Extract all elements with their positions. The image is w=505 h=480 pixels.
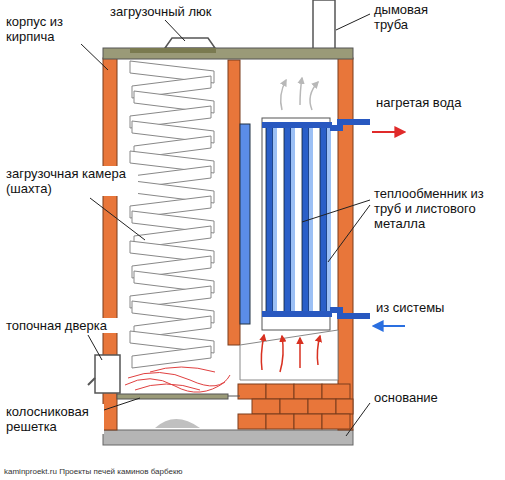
brick — [238, 414, 266, 429]
tube — [320, 125, 327, 315]
brick — [294, 384, 322, 399]
hatch-plate — [130, 48, 216, 53]
part-label: основание — [372, 390, 486, 405]
watermark: kaminproekt.ru Проекты печей каминов бар… — [2, 467, 306, 477]
loading-hatch — [165, 38, 215, 48]
part-label: загрузочный люк — [108, 4, 252, 19]
part-label: топочная дверка — [4, 318, 128, 333]
return-pipe — [330, 310, 370, 316]
cold-arrow — [374, 325, 405, 327]
brick — [266, 414, 294, 429]
ash — [155, 419, 200, 428]
flames — [125, 367, 230, 392]
tube-plate — [327, 125, 331, 315]
part-label: дымовая труба — [372, 2, 456, 32]
tube — [284, 125, 291, 315]
leader-lines — [80, 14, 370, 436]
gas-flow — [261, 335, 320, 372]
bottom-header — [262, 311, 332, 317]
part-label: загрузочная камера (шахта) — [4, 166, 138, 196]
grate-edge — [228, 396, 240, 397]
brick — [252, 399, 280, 414]
log — [132, 346, 211, 368]
tube-plate — [273, 125, 277, 315]
brick-wall — [338, 58, 353, 430]
brick — [308, 399, 336, 414]
hot-arrow — [372, 131, 404, 133]
brick — [238, 384, 266, 399]
top-header — [262, 122, 332, 128]
brick — [322, 414, 350, 429]
chimney — [313, 0, 335, 50]
part-label: из системы — [374, 300, 488, 315]
part-label: корпус из кирпича — [4, 14, 88, 44]
brick — [336, 399, 353, 414]
part-label: теплообменник из труб и листового металл… — [372, 186, 486, 231]
hot-pipe — [330, 122, 370, 128]
heat-exchanger-tubes — [266, 125, 331, 315]
chamber-floor — [240, 330, 338, 380]
tube-plate — [291, 125, 295, 315]
part-label: колосниковая решетка — [4, 404, 104, 434]
brick — [322, 384, 350, 399]
brick — [266, 384, 294, 399]
smoke-flow — [281, 78, 318, 110]
heat-exchanger-frame — [262, 118, 330, 330]
fire-door — [95, 355, 120, 393]
heat-exchanger-plate — [240, 124, 250, 324]
part-label: нагретая вода — [374, 95, 498, 110]
door-handle — [88, 378, 95, 385]
top-cover — [103, 48, 353, 59]
firewood — [130, 61, 214, 368]
tube — [266, 125, 273, 315]
brick — [280, 399, 308, 414]
brick-base — [238, 384, 353, 429]
brick — [294, 414, 322, 429]
brick-partition — [228, 60, 240, 345]
base — [103, 430, 353, 445]
grate — [117, 394, 228, 399]
